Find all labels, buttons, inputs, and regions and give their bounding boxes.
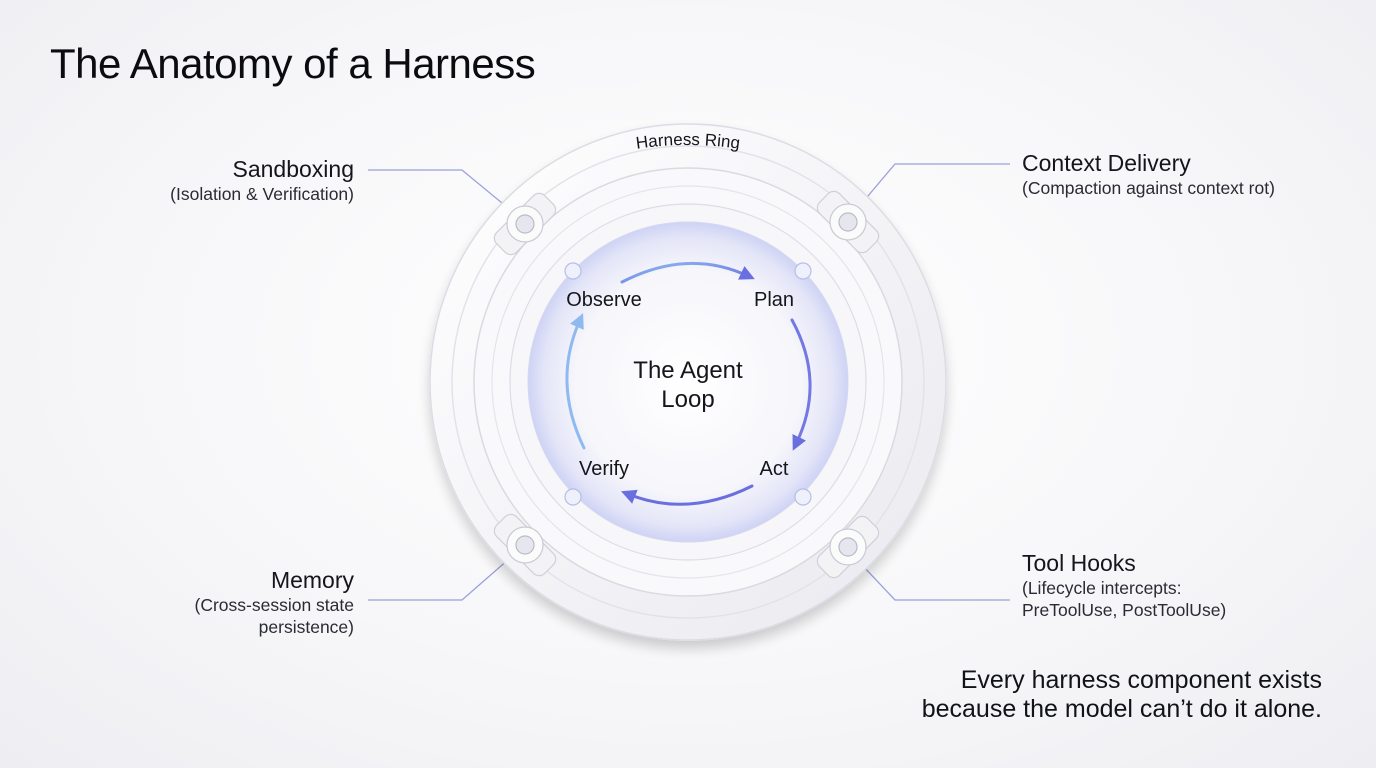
tool-hooks-subtitle-line2: PreToolUse, PostToolUse): [1022, 600, 1227, 620]
step-plan: Plan: [754, 289, 794, 311]
step-verify: Verify: [579, 458, 629, 480]
clamp-top-right: [816, 190, 880, 254]
clamp-bottom-right: [816, 515, 880, 579]
memory-subtitle-line1: (Cross-session state: [194, 595, 355, 615]
arrow-verify-to-observe: [565, 313, 586, 450]
memory-title: Memory: [270, 567, 354, 593]
node-dot-verify: [564, 488, 582, 506]
harness-ring-label-path: Harness Ring: [635, 130, 742, 153]
arrow-plan-to-act: [790, 318, 812, 451]
clamp-bolt-inner: [838, 212, 858, 232]
callout-tool-hooks: Tool Hooks (Lifecycle intercepts: PreToo…: [1022, 549, 1226, 621]
clamp-top-left: [493, 192, 557, 256]
loop-arrows: [565, 261, 812, 506]
callout-sandboxing: Sandboxing (Isolation & Verification): [170, 155, 354, 205]
arrow-observe-to-plan: [620, 261, 755, 284]
node-dot-act: [794, 488, 812, 506]
node-dot-plan: [794, 262, 812, 280]
agent-loop-title-line1: The Agent: [633, 357, 743, 384]
step-observe: Observe: [566, 289, 642, 311]
clamp-bolt-inner: [515, 214, 535, 234]
clamp-bottom-left: [493, 513, 557, 577]
harness-ring-label: Harness Ring: [635, 130, 742, 153]
harness-ring: [429, 123, 947, 641]
sandboxing-subtitle: (Isolation & Verification): [170, 184, 354, 204]
memory-subtitle-line2: persistence): [258, 617, 354, 637]
sandboxing-title: Sandboxing: [232, 156, 355, 182]
footer-line1: Every harness component exists: [960, 666, 1322, 694]
agent-loop-title-line2: Loop: [661, 386, 714, 413]
step-act: Act: [760, 458, 789, 480]
page-title: The Anatomy of a Harness: [50, 40, 536, 87]
context-delivery-subtitle: (Compaction against context rot): [1022, 178, 1275, 198]
context-delivery-title: Context Delivery: [1022, 150, 1191, 176]
agent-loop-disc: [527, 221, 849, 543]
inner-ring-groove: [491, 185, 885, 579]
clamp-bolt-inner: [838, 537, 858, 557]
callout-memory: Memory (Cross-session state persistence): [195, 566, 355, 638]
footer-note: Every harness component exists because t…: [922, 666, 1322, 724]
tool-hooks-title: Tool Hooks: [1022, 550, 1136, 576]
arrow-act-to-verify: [621, 484, 754, 506]
clamp-bolt-inner: [515, 535, 535, 555]
footer-line2: because the model can’t do it alone.: [921, 695, 1322, 723]
callout-context-delivery: Context Delivery (Compaction against con…: [1022, 149, 1275, 199]
node-dot-observe: [564, 262, 582, 280]
tool-hooks-subtitle-line1: (Lifecycle intercepts:: [1022, 578, 1182, 598]
outer-ring-groove: [451, 145, 925, 619]
